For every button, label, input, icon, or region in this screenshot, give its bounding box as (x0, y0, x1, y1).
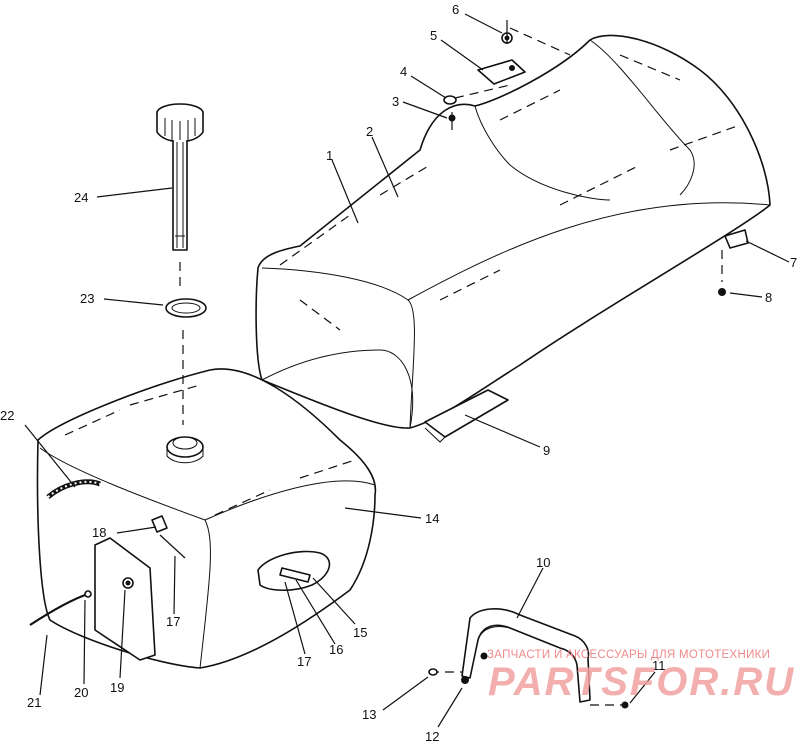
callout-20: 20 (74, 685, 88, 700)
callout-14: 14 (425, 511, 439, 526)
watermark: ЗАПЧАСТИ И АКСЕССУАРЫ ДЛЯ МОТОТЕХНИКИ PA… (487, 649, 795, 704)
callout-19: 19 (110, 680, 124, 695)
callout-8: 8 (765, 290, 772, 305)
callout-3: 3 (392, 94, 399, 109)
callout-23: 23 (80, 291, 94, 306)
seat-hardware (443, 20, 726, 296)
callout-11: 11 (652, 658, 666, 673)
fuel-tank (29, 368, 377, 669)
callout-5: 5 (430, 28, 437, 43)
callout-16: 16 (329, 642, 343, 657)
watermark-logo: PARTSFOR.RU (488, 660, 795, 704)
leader-lines (24, 13, 790, 728)
bracket (428, 608, 629, 709)
callout-1: 1 (326, 148, 333, 163)
callout-9: 9 (543, 443, 550, 458)
callout-18: 18 (92, 525, 106, 540)
watermark-subtitle: ЗАПЧАСТИ И АКСЕССУАРЫ ДЛЯ МОТОТЕХНИКИ (487, 649, 770, 661)
fuel-cap (156, 103, 207, 425)
callout-10: 10 (536, 555, 550, 570)
callout-6: 6 (452, 2, 459, 17)
callout-12: 12 (425, 729, 439, 743)
callout-21: 21 (27, 695, 41, 710)
callout-17-right: 17 (297, 654, 311, 669)
callout-2: 2 (366, 124, 373, 139)
callout-24: 24 (74, 190, 88, 205)
callout-22: 22 (0, 408, 14, 423)
callout-7: 7 (790, 255, 797, 270)
callout-4: 4 (400, 64, 407, 79)
seat (255, 34, 771, 443)
callout-13: 13 (362, 707, 376, 722)
callout-17-left: 17 (166, 614, 180, 629)
callout-15: 15 (353, 625, 367, 640)
